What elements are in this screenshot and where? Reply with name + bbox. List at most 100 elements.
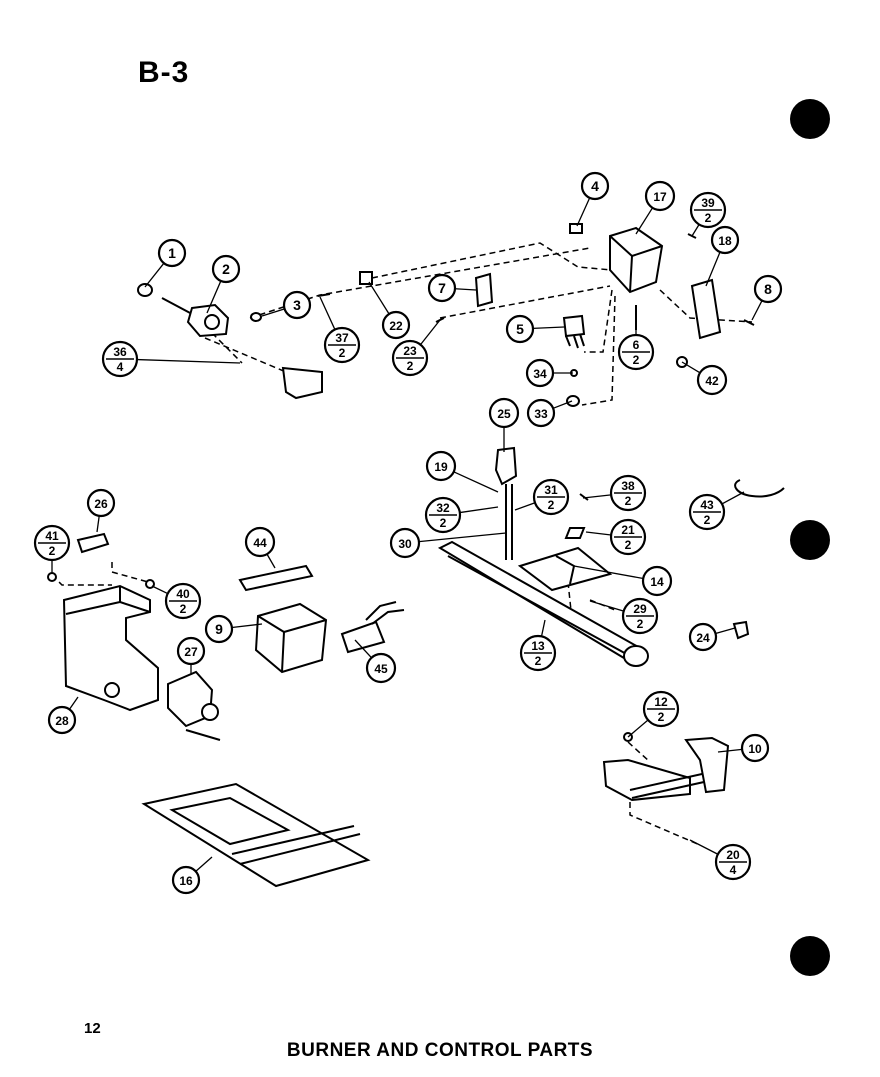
callout-part-43: 243 (688, 493, 726, 531)
callout-number: 42 (705, 374, 719, 388)
gas-valve-assembly (137, 283, 323, 400)
callout-leader-2 (206, 280, 222, 314)
callout-leader-18 (705, 251, 721, 287)
callout-part-3: 3 (282, 290, 312, 320)
callout-part-41: 241 (33, 524, 71, 562)
callout-part-20: 420 (714, 843, 752, 881)
callout-number: 30 (398, 537, 412, 551)
callout-quantity: 4 (730, 863, 737, 877)
callout-quantity: 2 (548, 498, 555, 512)
callout-leader-24 (715, 627, 736, 635)
control-box (569, 223, 755, 368)
callout-part-18: 18 (710, 225, 740, 255)
callout-quantity: 2 (658, 710, 665, 724)
callout-number: 4 (591, 178, 599, 194)
callout-number: 12 (654, 695, 668, 709)
burner-plate (141, 782, 371, 888)
callout-number: 13 (531, 639, 545, 653)
callout-number: 14 (650, 575, 664, 589)
callout-leaders (51, 197, 763, 872)
callout-part-12: 212 (642, 690, 680, 728)
callout-number: 6 (633, 338, 640, 352)
callout-part-21: 221 (609, 518, 647, 556)
callout-number: 8 (764, 281, 772, 297)
callout-leader-39 (691, 224, 700, 237)
callout-quantity: 2 (705, 211, 712, 225)
page-number: 12 (84, 1020, 101, 1037)
callout-leader-42 (681, 361, 701, 374)
callout-number: 23 (403, 344, 417, 358)
wiring-components (317, 271, 586, 407)
burner-assembly (437, 446, 785, 667)
callout-quantity: 2 (704, 513, 711, 527)
callout-quantity: 2 (440, 516, 447, 530)
callout-part-23: 223 (391, 339, 429, 377)
callout-part-31: 231 (532, 478, 570, 516)
callout-part-36: 436 (101, 340, 139, 378)
callout-leader-22 (368, 281, 390, 315)
callout-part-45: 45 (365, 652, 397, 684)
callout-leader-4 (576, 197, 591, 227)
callout-leader-40 (151, 585, 168, 595)
callout-leader-1 (144, 262, 165, 288)
callout-part-19: 19 (425, 450, 457, 482)
callout-part-25: 25 (488, 397, 520, 429)
callout-part-1: 1 (157, 238, 187, 268)
callout-part-26: 26 (86, 488, 116, 518)
binder-hole-middle (790, 520, 830, 560)
callout-number: 31 (544, 483, 558, 497)
callout-number: 43 (700, 498, 714, 512)
callout-part-30: 30 (389, 527, 421, 559)
binder-hole-top (790, 99, 830, 139)
callout-part-14: 14 (641, 565, 673, 597)
callout-leader-37 (319, 296, 336, 330)
callout-number: 25 (497, 407, 511, 421)
callout-leader-21 (585, 531, 612, 536)
callout-leader-28 (68, 696, 79, 710)
callout-part-4: 4 (580, 171, 610, 201)
sheet-id: B-3 (138, 56, 190, 89)
callout-number: 1 (168, 245, 176, 261)
callout-part-29: 229 (621, 597, 659, 635)
callout-number: 28 (55, 714, 69, 728)
callout-leader-43 (721, 491, 745, 505)
callout-number: 9 (215, 621, 223, 637)
callout-leader-19 (453, 471, 499, 493)
callout-number: 18 (718, 234, 732, 248)
callout-part-22: 22 (381, 310, 411, 340)
callout-quantity: 2 (339, 346, 346, 360)
callout-number: 45 (374, 662, 388, 676)
callout-number: 2 (222, 261, 230, 277)
callout-number: 20 (726, 848, 740, 862)
callout-part-28: 28 (47, 705, 77, 735)
callout-part-38: 238 (609, 474, 647, 512)
callout-leader-36 (136, 358, 241, 364)
callout-number: 16 (179, 874, 193, 888)
callout-leader-12 (627, 719, 649, 738)
callout-part-16: 16 (171, 865, 201, 895)
callout-number: 26 (94, 497, 108, 511)
callout-leader-44 (266, 553, 276, 569)
callout-leader-23 (420, 319, 441, 346)
callout-leader-14 (573, 565, 644, 580)
callout-part-5: 5 (505, 314, 535, 344)
callout-part-13: 213 (519, 634, 557, 672)
callout-part-10: 10 (740, 733, 770, 763)
callout-part-40: 240 (164, 582, 202, 620)
callout-part-17: 17 (644, 180, 676, 212)
callout-part-39: 239 (689, 191, 727, 229)
callout-quantity: 2 (625, 494, 632, 508)
callout-leader-8 (751, 300, 763, 321)
callout-number: 36 (113, 345, 127, 359)
callout-number: 10 (748, 742, 762, 756)
callout-quantity: 4 (117, 360, 124, 374)
callout-quantity: 2 (180, 602, 187, 616)
callout-quantity: 2 (535, 654, 542, 668)
callout-number: 17 (653, 190, 667, 204)
callout-number: 39 (701, 196, 715, 210)
callout-number: 3 (293, 297, 301, 313)
callout-number: 41 (45, 529, 59, 543)
